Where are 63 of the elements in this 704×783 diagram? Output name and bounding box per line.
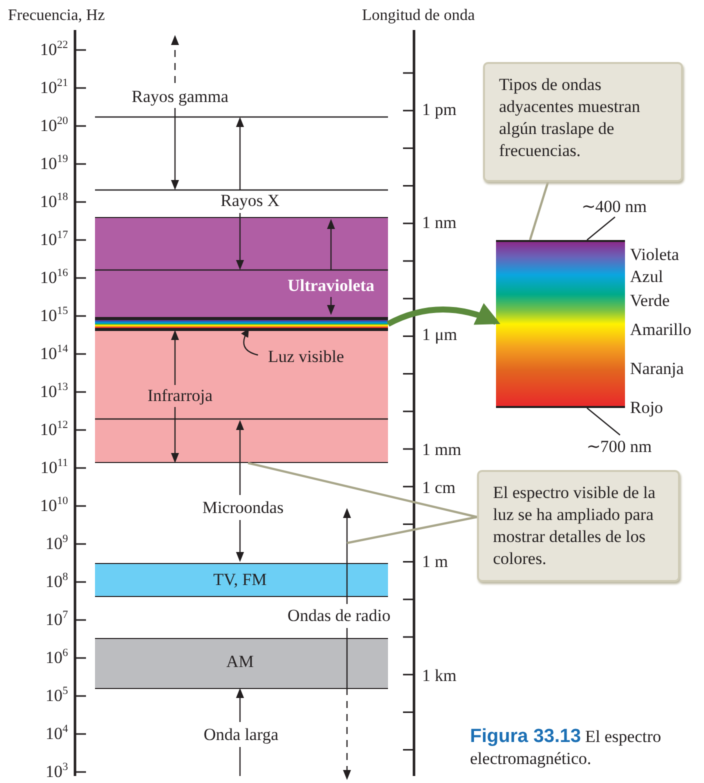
spectrum-band	[95, 638, 388, 689]
tick-label: 10$^{18}$	[40, 192, 68, 212]
callout-box: Tipos de ondas adyacentes muestran algún traslape de frecuencias.	[483, 62, 683, 182]
tick-label: 10$^{6}$	[46, 648, 68, 668]
region-label: Rayos X	[220, 191, 280, 211]
wavelength-label: ∼400 nm	[568, 195, 660, 217]
leader-line	[346, 516, 478, 544]
region-label: 1 nm	[422, 213, 456, 233]
tick-label: 10$^{5}$	[46, 686, 68, 706]
tick-label: 10$^{17}$	[40, 230, 68, 250]
tick-label: 10$^{12}$	[40, 420, 68, 440]
tick-label: 10$^{14}$	[40, 344, 68, 364]
tick-label: 10$^{9}$	[46, 534, 68, 554]
color-label: Violeta	[630, 245, 680, 265]
spectrum-band	[95, 217, 388, 318]
tick-label: 10$^{13}$	[40, 382, 68, 402]
tick-label: 10$^{16}$	[40, 268, 68, 288]
band-label: AM	[226, 652, 254, 672]
region-label: 1 km	[422, 666, 456, 686]
region-label: 1 pm	[422, 100, 456, 120]
axis-title: Frecuencia, Hz	[8, 7, 105, 25]
leader-line	[586, 216, 616, 240]
region-label: 1 mm	[422, 440, 462, 460]
color-label: Azul	[630, 267, 664, 287]
tick-label: 10$^{11}$	[40, 458, 68, 478]
wavelength-label: ∼700 nm	[572, 435, 666, 457]
band-label: Ultravioleta	[288, 276, 374, 296]
tick-label: 10$^{22}$	[40, 40, 68, 60]
visible-spectrum-bar	[496, 240, 625, 408]
leader-line	[528, 182, 550, 240]
color-label: Rojo	[630, 398, 664, 418]
arrow	[386, 303, 500, 327]
region-label: Ondas de radio	[288, 606, 390, 626]
color-label: Verde	[630, 291, 670, 311]
band-label: Infrarroja	[147, 386, 213, 406]
tick-label: 10$^{3}$	[46, 762, 68, 782]
tick-label: 10$^{4}$	[46, 724, 68, 744]
visible-light-strip	[95, 318, 388, 330]
arrow	[241, 328, 258, 356]
region-label: Microondas	[202, 498, 284, 518]
tick-label: 10$^{15}$	[40, 306, 68, 326]
spectrum-band	[95, 330, 388, 463]
color-label: Naranja	[630, 359, 684, 379]
region-label: 1 m	[422, 552, 448, 572]
callout-box: El espectro visible de la luz se ha ampliado para mostrar detalles de los colores.	[477, 470, 680, 582]
tick-label: 10$^{20}$	[40, 116, 68, 136]
region-label: Rayos gamma	[132, 87, 228, 107]
tick-label: 10$^{8}$	[46, 572, 68, 592]
tick-label: 10$^{19}$	[40, 154, 68, 174]
region-label: 1 μm	[422, 325, 458, 345]
band-label: Luz visible	[258, 346, 354, 368]
tick-label: 10$^{10}$	[40, 496, 68, 516]
region-label: Onda larga	[204, 725, 278, 745]
spectrum-band	[95, 563, 388, 597]
leader-line	[586, 408, 620, 436]
tick-label: 10$^{7}$	[46, 610, 68, 630]
band-label: TV, FM	[213, 570, 267, 590]
tick-label: 10$^{21}$	[40, 78, 68, 98]
figure-caption: Figura 33.13 El espectro electromagnético.	[470, 726, 662, 770]
leader-line	[248, 462, 478, 518]
color-label: Amarillo	[630, 320, 692, 340]
region-label: 1 cm	[422, 478, 456, 498]
axis-title: Longitud de onda	[362, 7, 475, 25]
